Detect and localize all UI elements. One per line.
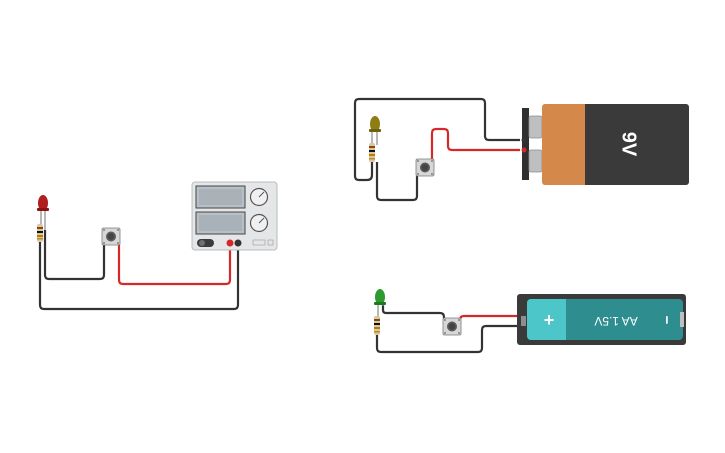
resistor-2[interactable] (369, 143, 375, 162)
battery-aa[interactable]: + AA 1.5V − (517, 294, 686, 345)
wire-black-resistor-to-battery[interactable] (375, 324, 521, 354)
wire-black-resistor-to-button[interactable] (375, 162, 419, 202)
nine-volt-circuit: 9V (353, 97, 690, 202)
wire-red-button-to-battery[interactable] (458, 314, 521, 324)
wire-black-led-to-button[interactable] (381, 305, 446, 320)
wire-black-led-to-button[interactable] (43, 230, 106, 281)
battery-9v-label: 9V (618, 132, 640, 157)
wire-red-button-to-battery[interactable] (430, 127, 520, 160)
resistor-1[interactable] (37, 224, 43, 242)
led-green[interactable] (374, 289, 386, 318)
battery-aa-label: AA 1.5V (594, 314, 637, 328)
battery-9v[interactable]: 9V (521, 104, 690, 185)
aa-circuit: + AA 1.5V − (374, 289, 686, 354)
wire-red-button-to-supply[interactable] (117, 244, 232, 286)
pushbutton-1[interactable] (101, 227, 121, 246)
wire-black-resistor-to-supply[interactable] (38, 242, 240, 311)
battery-aa-plus-sign: + (544, 310, 555, 330)
battery-aa-minus-sign: − (658, 316, 675, 325)
power-supply-circuit (37, 181, 278, 311)
resistor-3[interactable] (374, 316, 380, 335)
pushbutton-3[interactable] (442, 317, 462, 336)
terminal-positive[interactable] (226, 239, 234, 247)
terminal-negative[interactable] (234, 239, 242, 247)
pushbutton-2[interactable] (415, 158, 435, 177)
power-supply[interactable] (191, 181, 278, 251)
wire-black-top-loop[interactable] (353, 97, 520, 182)
led-red[interactable] (37, 195, 49, 230)
